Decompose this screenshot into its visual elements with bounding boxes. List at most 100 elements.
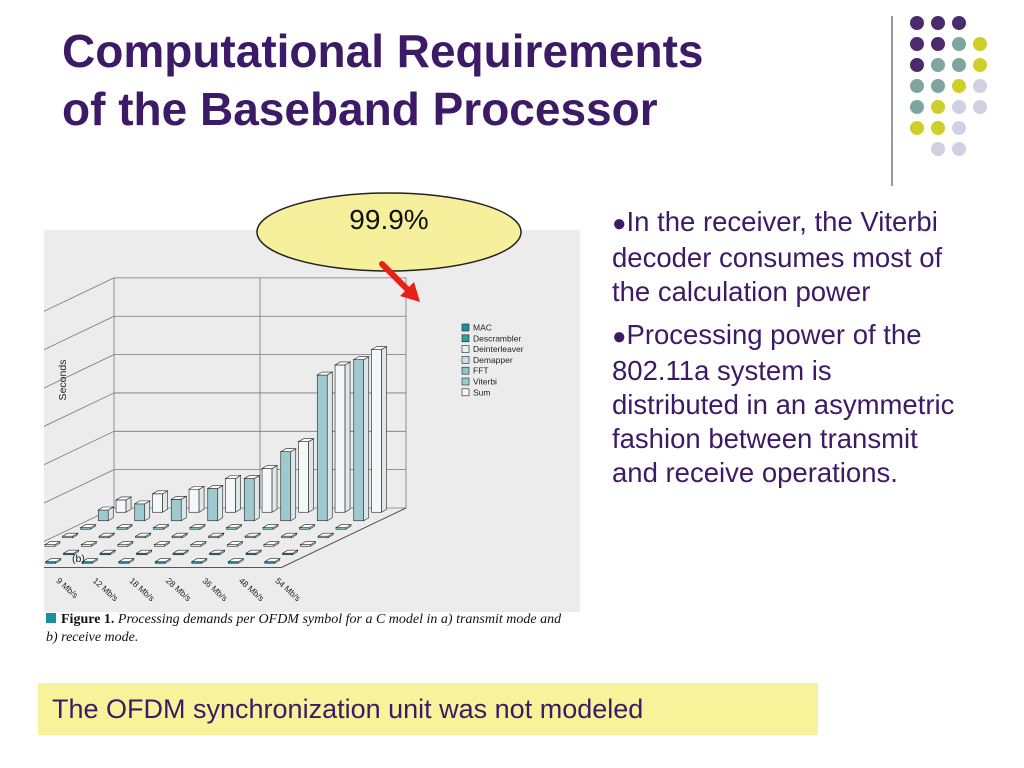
bar <box>261 468 273 513</box>
bar-side <box>235 474 241 513</box>
legend-swatch <box>461 356 470 364</box>
decorative-dot <box>952 142 966 156</box>
bar-top <box>171 532 189 537</box>
bar-side <box>271 465 278 513</box>
bar-top <box>316 371 334 376</box>
bar-top <box>299 541 317 546</box>
decorative-dot <box>910 37 924 51</box>
bar <box>371 349 382 513</box>
decorative-dot <box>973 79 987 93</box>
legend-label: FFT <box>473 366 489 376</box>
chart-legend: MACDescramblerDeinterleaverDemapperFFTVi… <box>461 323 524 397</box>
legend-label: Descrambler <box>473 333 521 343</box>
bar-top <box>170 495 188 500</box>
decorative-dot <box>910 58 924 72</box>
bar-top <box>243 475 261 479</box>
bar-top <box>263 558 281 563</box>
decorative-dot <box>931 79 945 93</box>
callout-value: 99.9% <box>349 204 429 235</box>
figure-caption: Figure 1. Processing demands per OFDM sy… <box>46 611 566 647</box>
decorative-dot <box>952 37 966 51</box>
decorative-dot <box>910 100 924 114</box>
bar-top <box>260 465 279 469</box>
bar-top <box>206 485 224 489</box>
legend-swatch <box>461 323 470 332</box>
bar-side <box>381 346 387 513</box>
bar-side <box>217 485 224 522</box>
chart-plot: 0.00.51.01.52.02.53.0Seconds6 Mb/s9 Mb/s… <box>44 277 407 603</box>
chart-figure: 0.00.51.01.52.02.53.0Seconds6 Mb/s9 Mb/s… <box>44 230 580 612</box>
decorative-dot <box>931 142 945 156</box>
bar-side <box>144 500 151 522</box>
bullet-text: Processing power of the 802.11a system i… <box>612 319 955 488</box>
gridline <box>44 277 115 312</box>
bar-side <box>290 448 297 522</box>
decorative-dot <box>952 79 966 93</box>
bar-side <box>326 371 333 522</box>
decorative-dot <box>931 100 945 114</box>
bar-top <box>370 346 388 350</box>
bar <box>353 359 365 522</box>
bullet-item: ●Processing power of the 802.11a system … <box>612 318 957 490</box>
bar <box>188 488 200 513</box>
bar-top <box>188 524 207 529</box>
bar-side <box>253 475 260 522</box>
bar-top <box>297 438 315 442</box>
decorative-dot <box>952 121 966 135</box>
bar <box>152 493 163 513</box>
bullet-list: ●In the receiver, the Viterbi decoder co… <box>612 205 957 499</box>
bar-top <box>133 500 151 505</box>
bar-top <box>227 558 245 563</box>
bar-top <box>352 356 370 360</box>
gridline <box>44 392 115 427</box>
footnote-banner: The OFDM synchronization unit was not mo… <box>38 683 818 735</box>
bar-top <box>98 549 117 554</box>
legend-swatch <box>461 366 470 375</box>
bar <box>97 509 109 522</box>
bar-top <box>62 549 80 554</box>
bar-top <box>151 490 169 495</box>
bar-side <box>344 361 351 513</box>
bar-side <box>308 438 314 513</box>
bar <box>316 374 328 522</box>
bar <box>134 503 146 522</box>
bar-top <box>171 549 190 554</box>
legend-label: Sum <box>473 387 490 397</box>
bar <box>115 499 127 513</box>
legend-label: Deinterleaver <box>473 344 524 354</box>
legend-label: MAC <box>473 323 492 333</box>
bar-top <box>189 541 207 546</box>
bar-top <box>187 485 206 490</box>
decorative-dot <box>952 58 966 72</box>
decorative-dot <box>931 58 945 72</box>
bar-top <box>98 532 116 537</box>
bar-top <box>244 532 262 537</box>
bar-top <box>333 361 352 366</box>
bar-top <box>224 475 242 479</box>
caption-figure-number: Figure 1. <box>61 612 115 627</box>
bar-side <box>162 490 168 513</box>
decorative-dot <box>973 37 987 51</box>
bar-top <box>298 524 316 529</box>
bar-top <box>226 541 244 546</box>
bar-top <box>79 524 97 529</box>
bar-top <box>116 541 134 546</box>
decorative-dot <box>952 100 966 114</box>
bar-top <box>97 506 115 511</box>
subplot-label: (b) <box>72 553 85 565</box>
bar-top <box>154 558 172 563</box>
bar-side <box>180 495 187 522</box>
gridline <box>44 315 115 351</box>
bar-top <box>44 558 62 563</box>
decorative-dot <box>931 37 945 51</box>
bar <box>225 478 236 513</box>
bar-top <box>244 549 263 554</box>
bar-top <box>280 532 298 537</box>
bar-top <box>115 524 134 529</box>
decorative-dot <box>910 16 924 30</box>
bar-top <box>117 558 135 563</box>
gridline <box>44 354 115 389</box>
bar-side <box>198 485 205 513</box>
bar-top <box>81 558 99 563</box>
bar <box>243 478 255 522</box>
